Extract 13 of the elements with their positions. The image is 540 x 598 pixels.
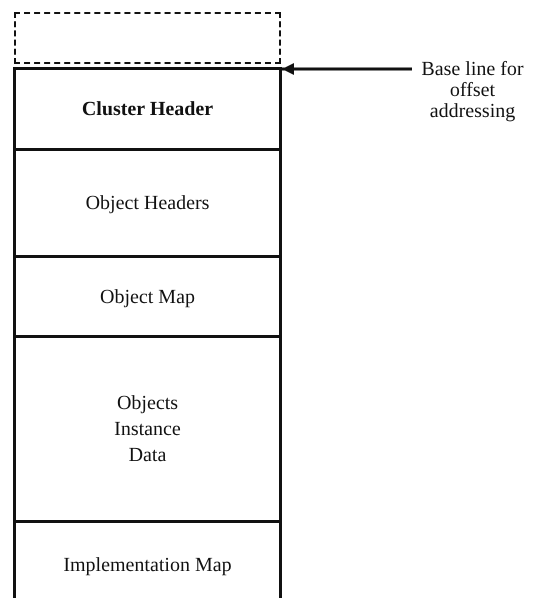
block-label: Object Map: [100, 284, 195, 310]
memory-block: [13, 148, 282, 258]
block-label: Object Headers: [86, 191, 210, 216]
block-label: Implementation Map: [63, 553, 232, 578]
memory-block: [13, 335, 282, 523]
memory-block: [13, 255, 282, 338]
block-label: Cluster Header: [82, 97, 214, 122]
arrow: [282, 63, 412, 75]
memory-block: [13, 520, 282, 598]
dashed-box: [14, 12, 281, 64]
memory-block: [13, 67, 282, 151]
annotation-text: Base line for offset addressing: [405, 48, 540, 132]
block-label: Objects Instance Data: [113, 391, 182, 468]
